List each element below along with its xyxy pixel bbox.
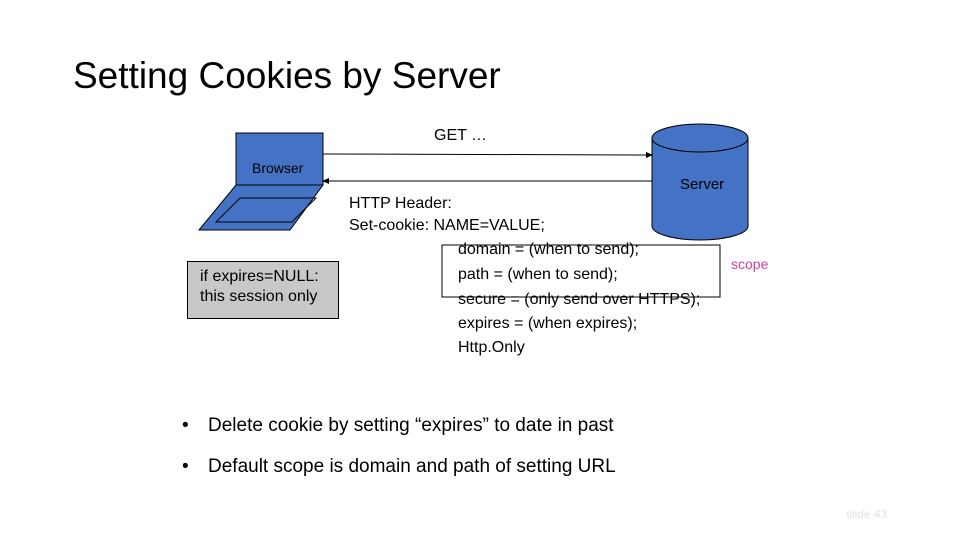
expires-note-box: if expires=NULL: this session only bbox=[187, 261, 339, 319]
database-cylinder-icon bbox=[651, 123, 749, 241]
cookie-attr-path: path = (when to send); bbox=[458, 266, 618, 283]
bullet-item: • Default scope is domain and path of set… bbox=[182, 456, 616, 478]
set-cookie-line: Set-cookie: NAME=VALUE; bbox=[349, 217, 545, 234]
server-label: Server bbox=[680, 176, 725, 193]
laptop-icon bbox=[197, 132, 324, 231]
slide-title: Setting Cookies by Server bbox=[73, 55, 501, 96]
scope-label: scope bbox=[731, 256, 769, 272]
http-header-title: HTTP Header: bbox=[349, 195, 452, 212]
request-arrow bbox=[322, 151, 653, 158]
cookie-attr-domain: domain = (when to send); bbox=[458, 241, 639, 258]
bullet-glyph: • bbox=[182, 415, 189, 436]
scope-box bbox=[441, 244, 721, 298]
cookie-attr-httponly: Http.Only bbox=[458, 339, 525, 356]
cookie-attr-secure: secure = (only send over HTTPS); bbox=[458, 291, 701, 308]
browser-label: Browser bbox=[252, 160, 304, 176]
cookie-attr-expires: expires = (when expires); bbox=[458, 315, 638, 332]
bullet-text: Delete cookie by setting “expires” to da… bbox=[208, 415, 614, 436]
expires-note-line: this session only bbox=[200, 288, 318, 305]
expires-note-line: if expires=NULL: bbox=[200, 268, 319, 285]
bullet-text: Default scope is domain and path of sett… bbox=[208, 456, 616, 477]
slide-number: slide 43 bbox=[846, 507, 888, 521]
bullet-glyph: • bbox=[182, 456, 189, 477]
bullet-item: • Delete cookie by setting “expires” to d… bbox=[182, 415, 614, 437]
request-label: GET … bbox=[434, 127, 488, 144]
